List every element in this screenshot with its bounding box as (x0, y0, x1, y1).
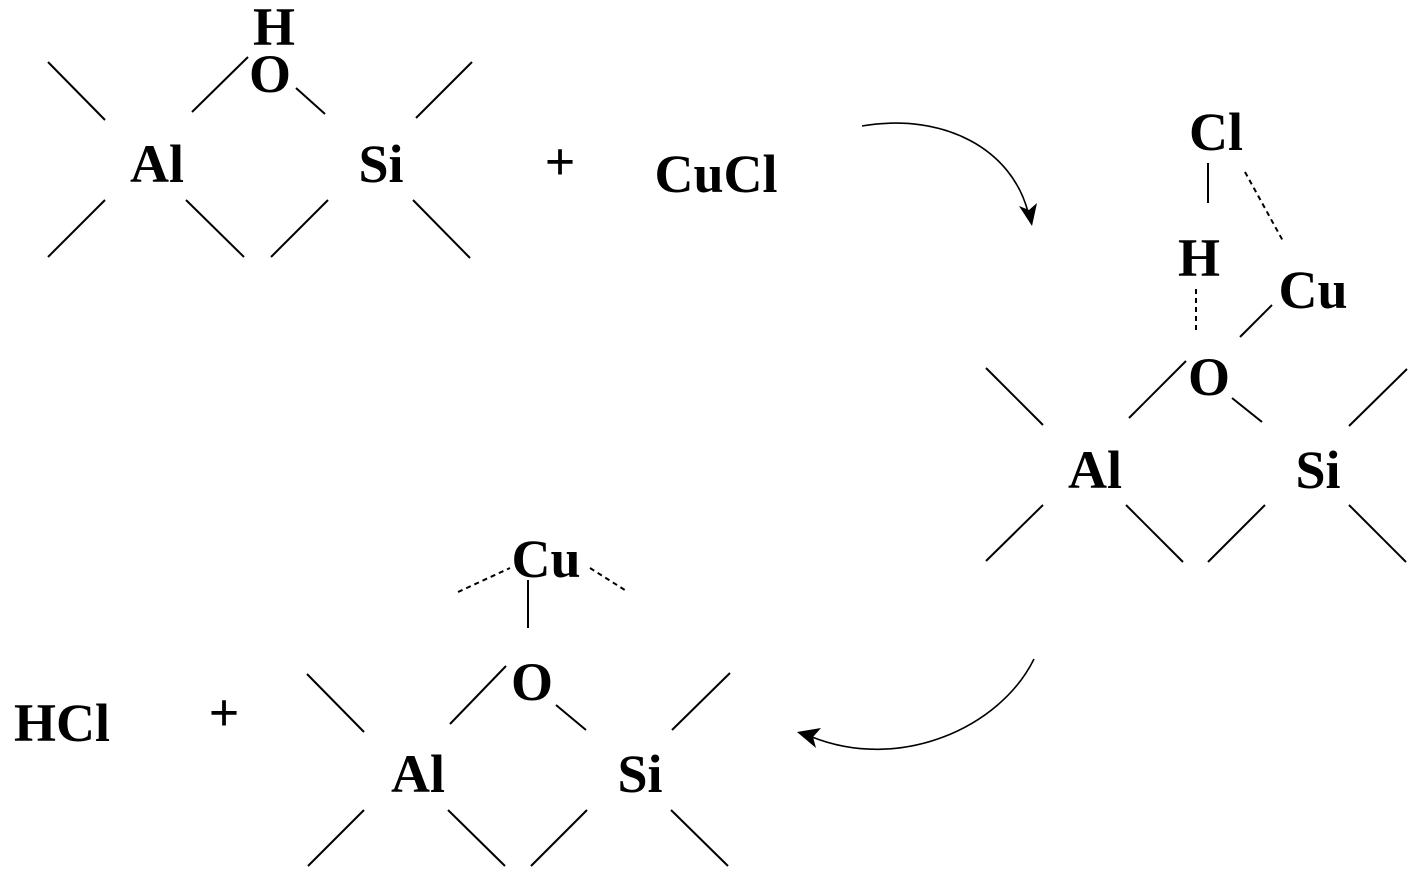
hcl-product: HCl (14, 693, 110, 753)
intermediate-copper-atom: Cu (1278, 260, 1347, 320)
reaction-arrow-2 (797, 658, 1035, 751)
intermediate-oxygen-atom: O (1188, 347, 1230, 407)
product-zeolite-ocu: Cu O Al Si (306, 529, 731, 867)
reactant-oxygen-atom: O (249, 44, 291, 104)
product-silicon-atom: Si (617, 744, 662, 804)
product-copper-atom: Cu (511, 529, 580, 589)
plus-sign-2: + (209, 683, 240, 743)
intermediate-bonds (985, 163, 1408, 563)
reactant-aluminum-atom: Al (130, 134, 184, 194)
intermediate-hydrogen-atom: H (1178, 228, 1220, 288)
product-bonds (306, 567, 731, 867)
product-oxygen-atom: O (511, 652, 553, 712)
intermediate-complex: Cl H Cu O Al Si (985, 102, 1408, 563)
intermediate-silicon-atom: Si (1295, 440, 1340, 500)
reactant-hydrogen-atom: H (253, 0, 295, 57)
intermediate-chlorine-atom: Cl (1189, 102, 1243, 162)
reaction-arrow-1 (861, 122, 1037, 226)
product-aluminum-atom: Al (391, 744, 445, 804)
plus-sign: + (545, 132, 576, 192)
cucl-reagent: CuCl (654, 144, 777, 204)
reactant-zeolite-oh: H O Al Si (47, 0, 473, 259)
intermediate-aluminum-atom: Al (1068, 440, 1122, 500)
reactant-bonds (47, 56, 473, 259)
reactant-silicon-atom: Si (358, 134, 403, 194)
